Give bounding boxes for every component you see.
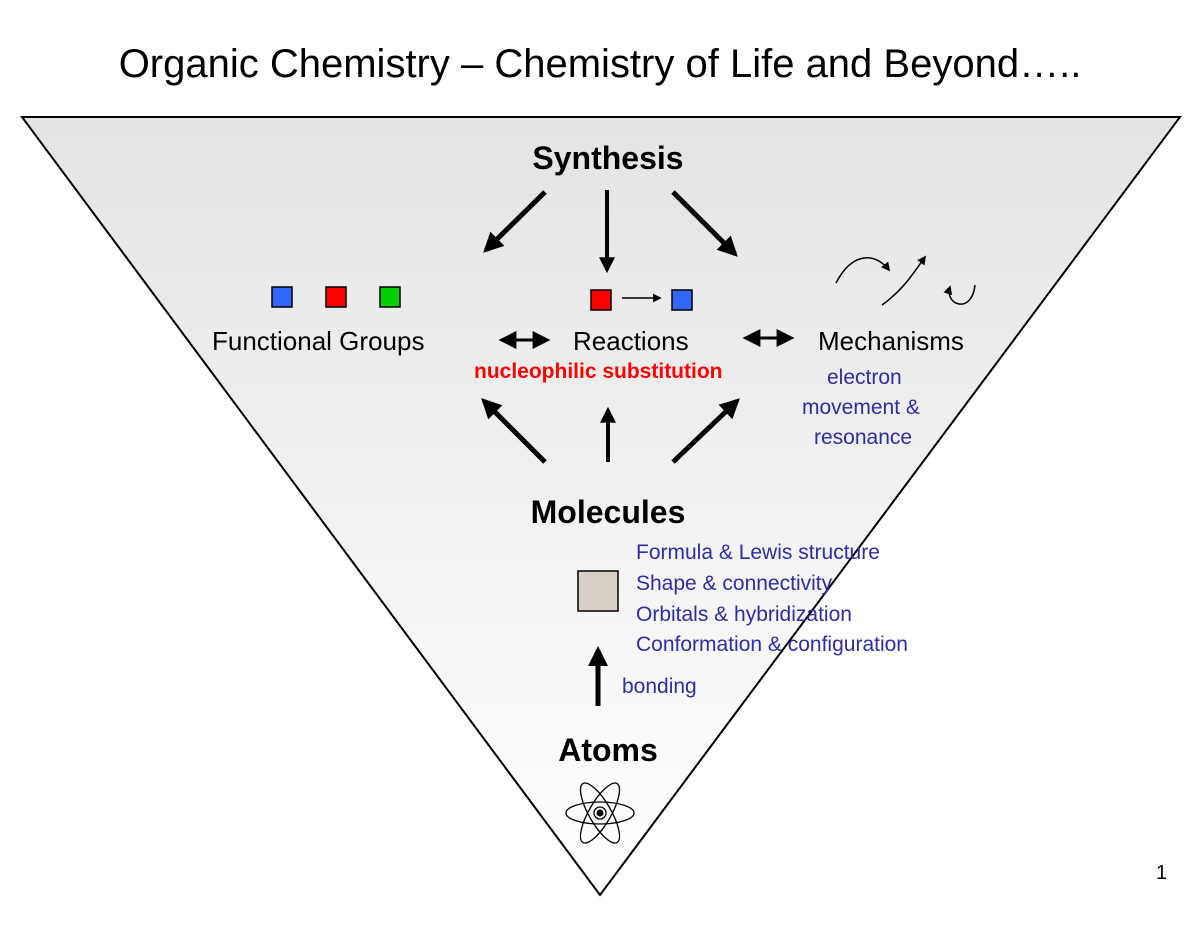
curved-arrow-icon <box>881 255 927 306</box>
molecule-property: Formula & Lewis structure <box>636 541 880 564</box>
pyramid-triangle <box>20 116 1182 897</box>
node-molecules: Molecules <box>530 494 686 530</box>
molecule-square-icon <box>577 570 619 612</box>
mechanism-note: resonance <box>814 426 913 449</box>
mechanism-note: electron <box>827 366 902 389</box>
molecule-property: Shape & connectivity <box>636 572 833 595</box>
molecule-property: Conformation & configuration <box>636 633 908 656</box>
bonding-label: bonding <box>622 675 697 698</box>
green-square-icon <box>379 286 401 308</box>
curved-arrow-icon <box>835 257 891 284</box>
product-square-icon <box>671 289 693 311</box>
atom-icon <box>565 782 635 844</box>
mechanism-note: movement & <box>802 396 920 419</box>
red-square-icon <box>325 286 347 308</box>
blue-square-icon <box>271 286 293 308</box>
node-synthesis: Synthesis <box>532 140 684 176</box>
node-reactions: Reactions <box>573 326 689 356</box>
arrow-synthesis-to-mechanisms <box>671 190 738 257</box>
reactant-square-icon <box>590 289 612 311</box>
arrow-molecules-to-functional-groups <box>481 398 547 464</box>
reaction-example-label: nucleophilic substitution <box>474 360 723 383</box>
page-number: 1 <box>1156 862 1168 884</box>
page-title: Organic Chemistry – Chemistry of Life an… <box>118 42 1082 86</box>
arrow-synthesis-to-functional-groups <box>483 190 547 253</box>
arrow-molecules-to-mechanisms <box>671 398 740 464</box>
node-mechanisms: Mechanisms <box>818 326 964 356</box>
curved-arrow-icon <box>943 284 976 305</box>
node-atoms: Atoms <box>558 732 658 768</box>
molecule-property: Orbitals & hybridization <box>636 603 852 626</box>
node-functional-groups: Functional Groups <box>212 326 425 356</box>
